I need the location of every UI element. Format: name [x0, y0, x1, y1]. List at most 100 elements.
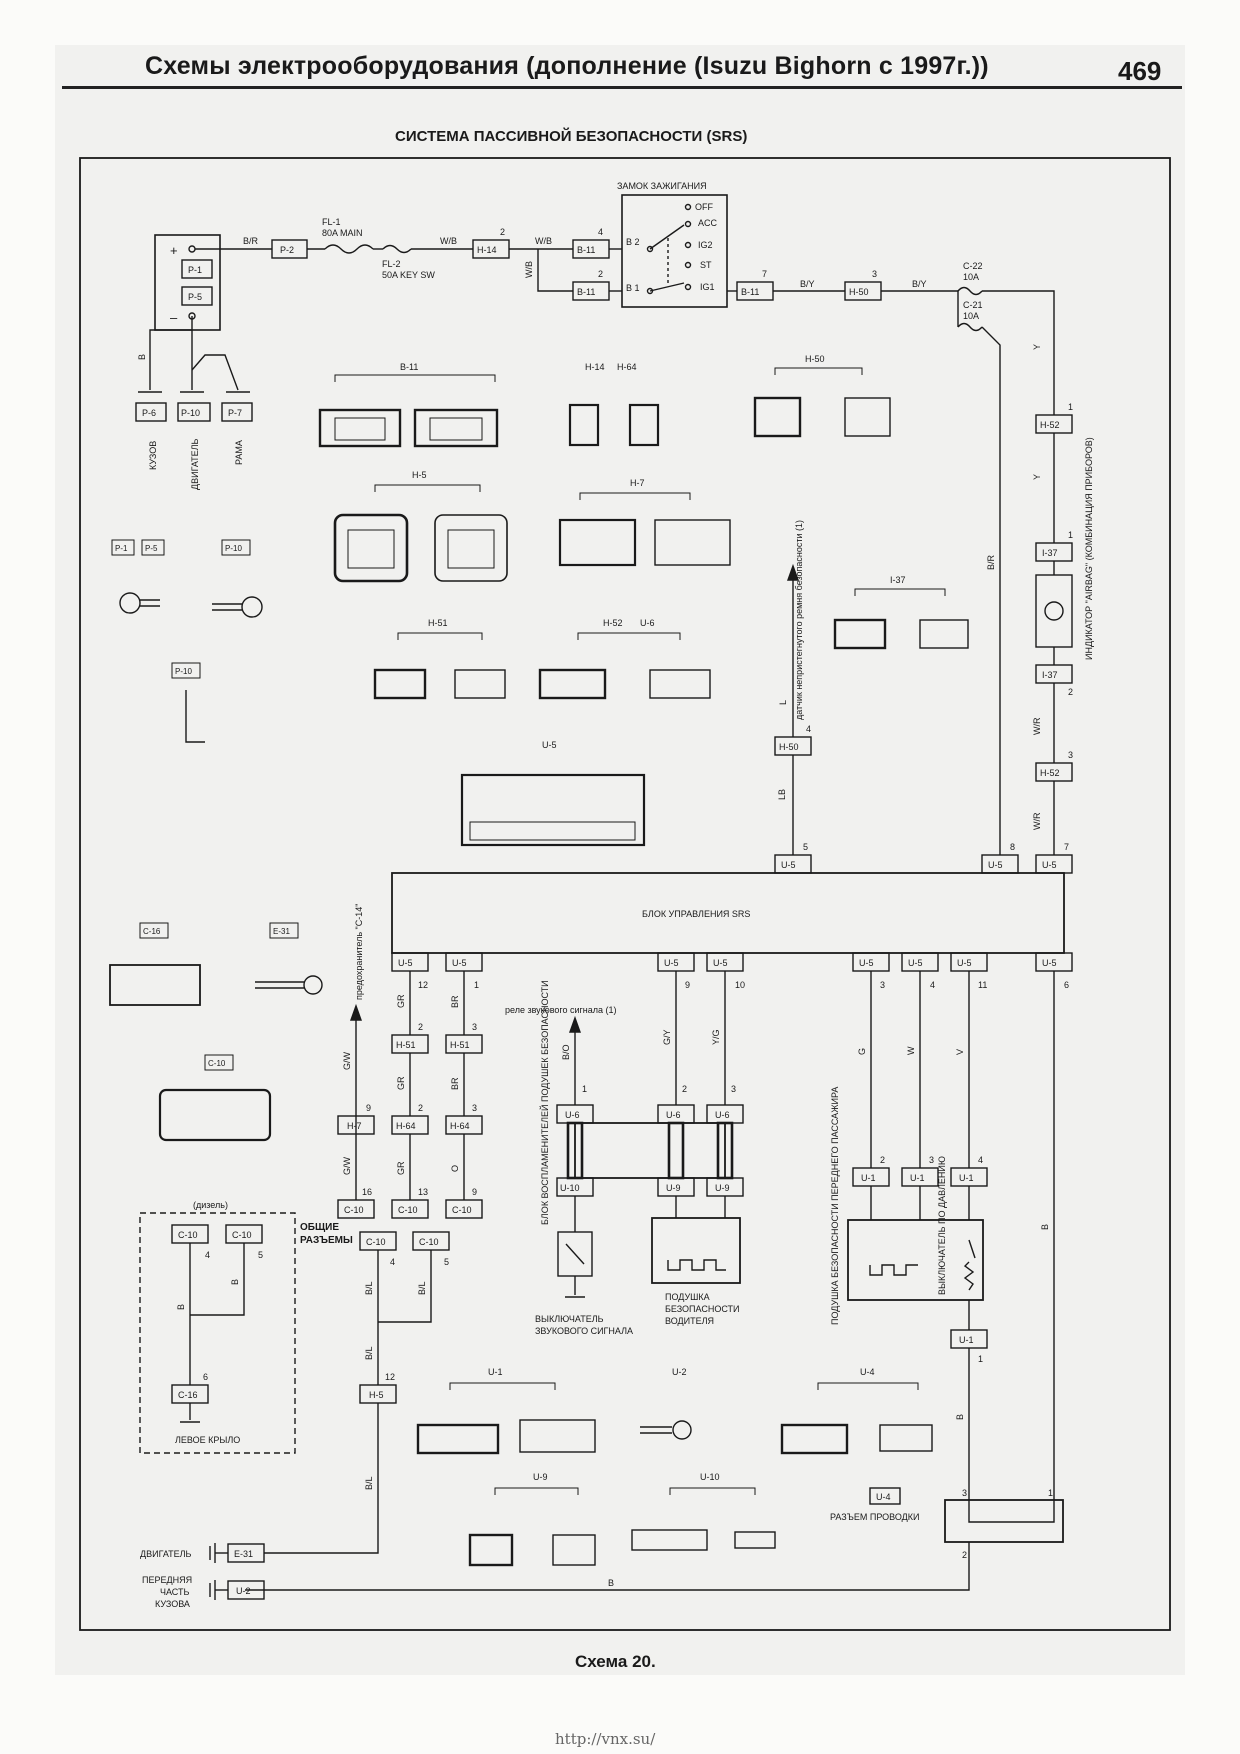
wire-h5-e31 — [264, 1403, 379, 1554]
connector-face-b11: B-11 — [318, 362, 499, 448]
face-label-p10-2: P-10 — [175, 667, 192, 676]
ignition-contact-ig2 — [684, 241, 692, 249]
horn-switch-contact — [565, 1243, 585, 1265]
diesel-label: (дизель) — [193, 1200, 228, 1210]
wire-label-bl-1: B/L — [364, 1281, 374, 1295]
ground-label-kuzov: КУЗОВ — [148, 441, 158, 470]
connector-p10-label: P-10 — [181, 408, 200, 418]
wire-battery-ground — [149, 316, 193, 390]
wire-label-bl-4: B/L — [364, 1476, 374, 1490]
fuse-fl1-symbol — [324, 244, 374, 254]
connector-p5-box — [181, 286, 213, 306]
page-number: 469 — [1118, 56, 1162, 86]
pressure-switch-contact — [968, 1239, 976, 1259]
connector-u10-label: U-10 — [560, 1183, 580, 1193]
connector-h50-label-top: H-50 — [849, 287, 869, 297]
pin-u6-3: 3 — [731, 1084, 736, 1094]
wire-label-by-2: B/Y — [912, 279, 927, 289]
fuse-c21-symbol — [957, 322, 983, 332]
wire-common-c10-2 — [378, 1250, 432, 1323]
u5-pin9-num: 9 — [685, 980, 690, 990]
left-fender-label: ЛЕВОЕ КРЫЛО — [175, 1435, 240, 1445]
u5-pin12-num: 12 — [418, 980, 428, 990]
wire-c21-to-u5-pin8 — [981, 326, 1001, 855]
front-body-label-2: ЧАСТЬ — [160, 1587, 190, 1597]
driver-airbag-box — [651, 1217, 741, 1284]
wire-label-gw-1: G/W — [342, 1051, 352, 1070]
face-label-i37: I-37 — [890, 575, 906, 585]
face-label-u6: U-6 — [640, 618, 655, 628]
wire-label-gr-3: GR — [396, 1161, 406, 1175]
wire-label-wb-vertical: W/B — [524, 261, 534, 278]
pin-h51-2: 2 — [418, 1022, 423, 1032]
connector-face-h51: H-51 — [373, 618, 506, 700]
wire-label-b-d1: B — [230, 1279, 240, 1285]
connector-face-u5: U-5 — [460, 740, 646, 847]
connector-face-h50: H-50 — [753, 354, 891, 438]
u5-pin11-label: U-5 — [957, 958, 972, 968]
wire-label-lb: LB — [777, 789, 787, 800]
connector-c10-label-3: C-10 — [452, 1205, 472, 1215]
connector-h52-label-bottom: H-52 — [1040, 768, 1060, 778]
u5-pin7-box — [1035, 854, 1073, 874]
pressure-switch-resistor — [963, 1261, 975, 1291]
fuse-fl2-rating: 50A KEY SW — [382, 270, 435, 280]
battery-plus: + — [170, 243, 178, 258]
driver-airbag-squib — [667, 1259, 726, 1271]
connector-h5-label: H-5 — [369, 1390, 384, 1400]
pressure-switch-label: ВЫКЛЮЧАТЕЛЬ ПО ДАВЛЕНИЮ — [937, 1156, 947, 1295]
connector-p6-label: P-6 — [142, 408, 156, 418]
wire-label-y-2: Y — [1032, 474, 1042, 480]
pin-h52-1: 1 — [1068, 402, 1073, 412]
connector-u9-label-1: U-9 — [666, 1183, 681, 1193]
pin-u6-1: 1 — [582, 1084, 587, 1094]
wire-u4-ground — [245, 1542, 970, 1591]
ignition-st: ST — [700, 260, 712, 270]
pin-b11-4: 4 — [598, 227, 603, 237]
wire-label-v: V — [955, 1049, 965, 1055]
face-label-e31: E-31 — [273, 927, 290, 936]
pin-c10-9: 9 — [472, 1187, 477, 1197]
wire-c22-h52 — [982, 290, 1055, 415]
header-rule — [62, 86, 1182, 89]
u5-pin3-label: U-5 — [859, 958, 874, 968]
wire-label-by-1: B/Y — [800, 279, 815, 289]
face-label-u9: U-9 — [533, 1472, 548, 1482]
connector-u4-box-label — [869, 1487, 901, 1505]
face-label-c10: C-10 — [208, 1059, 226, 1068]
wire-label-br-1: BR — [450, 995, 460, 1008]
connector-u1-label-4: U-1 — [959, 1335, 974, 1345]
wiring-connector-box — [944, 1499, 1064, 1543]
wire-label-wb-2: W/B — [535, 236, 552, 246]
face-label-h14: H-14 — [585, 362, 605, 372]
wire-label-br: B/R — [243, 236, 259, 246]
pin-u1-4: 4 — [978, 1155, 983, 1165]
ignition-contact-off — [684, 203, 692, 211]
horn-relay-label: реле звукового сигнала (1) — [505, 1005, 617, 1015]
connector-h52-label-top: H-52 — [1040, 420, 1060, 430]
face-label-h64: H-64 — [617, 362, 637, 372]
wire-label-b-ground: B — [608, 1578, 614, 1588]
pin-u6-2: 2 — [682, 1084, 687, 1094]
driver-airbag-label-3: ВОДИТЕЛЯ — [665, 1316, 714, 1326]
pin-h52-3: 3 — [1068, 750, 1073, 760]
pin-h51-3: 3 — [472, 1022, 477, 1032]
passenger-airbag-squib — [869, 1264, 918, 1276]
squib-block-frame — [574, 1122, 726, 1179]
connector-u1-label-1: U-1 — [861, 1173, 876, 1183]
fuse-c22-rating: 10A — [963, 272, 979, 282]
passenger-airbag-label: ПОДУШКА БЕЗОПАСНОСТИ ПЕРЕДНЕГО ПАССАЖИРА — [830, 1087, 840, 1325]
connector-p7-box — [221, 402, 253, 422]
fuse-fl1-rating: 80A MAIN — [322, 228, 363, 238]
driver-airbag-label-2: БЕЗОПАСНОСТИ — [665, 1304, 740, 1314]
ignition-off: OFF — [695, 202, 713, 212]
wire-label-b-u5: B — [1040, 1224, 1050, 1230]
footer-url[interactable]: http://vnx.su/ — [555, 1730, 656, 1748]
ignition-lever-b1 — [649, 282, 685, 292]
common-connectors-label-2: РАЗЪЕМЫ — [300, 1235, 353, 1246]
wire-label-b-d2: B — [176, 1304, 186, 1310]
wire-label-gy: G/Y — [662, 1029, 672, 1045]
wiring-connector-inner — [968, 1510, 1055, 1523]
pin-b11-7: 7 — [762, 269, 767, 279]
face-label-p5: P-5 — [145, 544, 158, 553]
